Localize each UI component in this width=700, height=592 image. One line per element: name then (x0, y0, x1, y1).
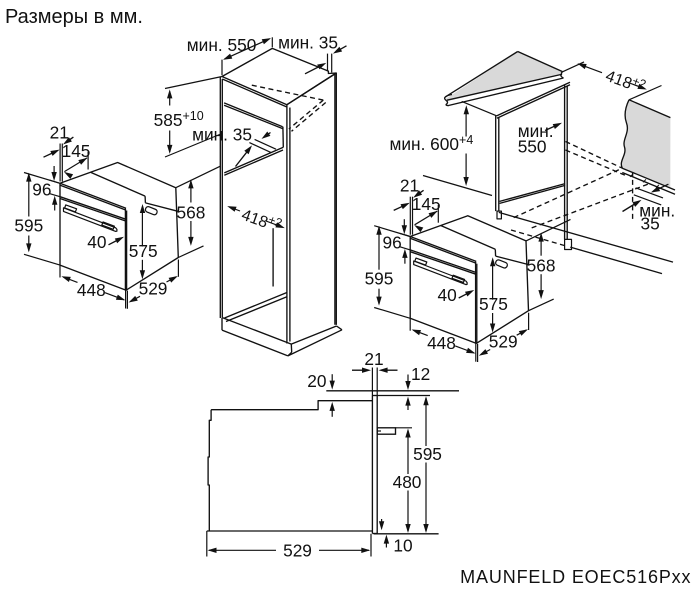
svg-text:595: 595 (413, 444, 442, 464)
svg-text:145: 145 (62, 141, 91, 161)
svg-text:595: 595 (365, 269, 394, 289)
svg-text:21: 21 (364, 349, 383, 369)
svg-text:21: 21 (400, 176, 419, 196)
svg-text:Размеры в мм.: Размеры в мм. (5, 6, 143, 28)
svg-text:мин. 550: мин. 550 (187, 35, 257, 55)
svg-text:575: 575 (479, 294, 508, 314)
svg-text:мин. 35: мин. 35 (278, 33, 338, 53)
svg-text:575: 575 (129, 241, 158, 261)
svg-text:21: 21 (50, 123, 69, 143)
svg-text:12: 12 (411, 364, 430, 384)
svg-text:мин. 600+4: мин. 600+4 (390, 133, 474, 154)
svg-text:мин.: мин. (518, 121, 554, 141)
svg-text:550: 550 (518, 137, 547, 157)
svg-text:529: 529 (283, 541, 312, 561)
svg-text:480: 480 (393, 472, 422, 492)
svg-text:40: 40 (437, 285, 456, 305)
svg-text:20: 20 (307, 371, 326, 391)
svg-text:96: 96 (382, 233, 401, 253)
svg-text:448: 448 (77, 280, 106, 300)
svg-text:мин.: мин. (639, 201, 675, 221)
svg-text:568: 568 (176, 202, 205, 222)
svg-text:568: 568 (527, 256, 556, 276)
svg-text:145: 145 (412, 194, 441, 214)
svg-text:595: 595 (14, 216, 43, 236)
svg-text:529: 529 (139, 278, 168, 298)
svg-text:35: 35 (641, 214, 660, 234)
svg-text:10: 10 (393, 536, 412, 556)
svg-text:мин. 35: мин. 35 (192, 125, 252, 145)
svg-text:96: 96 (32, 179, 51, 199)
svg-text:529: 529 (489, 332, 518, 352)
svg-text:40: 40 (87, 232, 106, 252)
svg-text:448: 448 (427, 333, 456, 353)
svg-text:MAUNFELD EOEC516Pxx: MAUNFELD EOEC516Pxx (460, 567, 691, 587)
